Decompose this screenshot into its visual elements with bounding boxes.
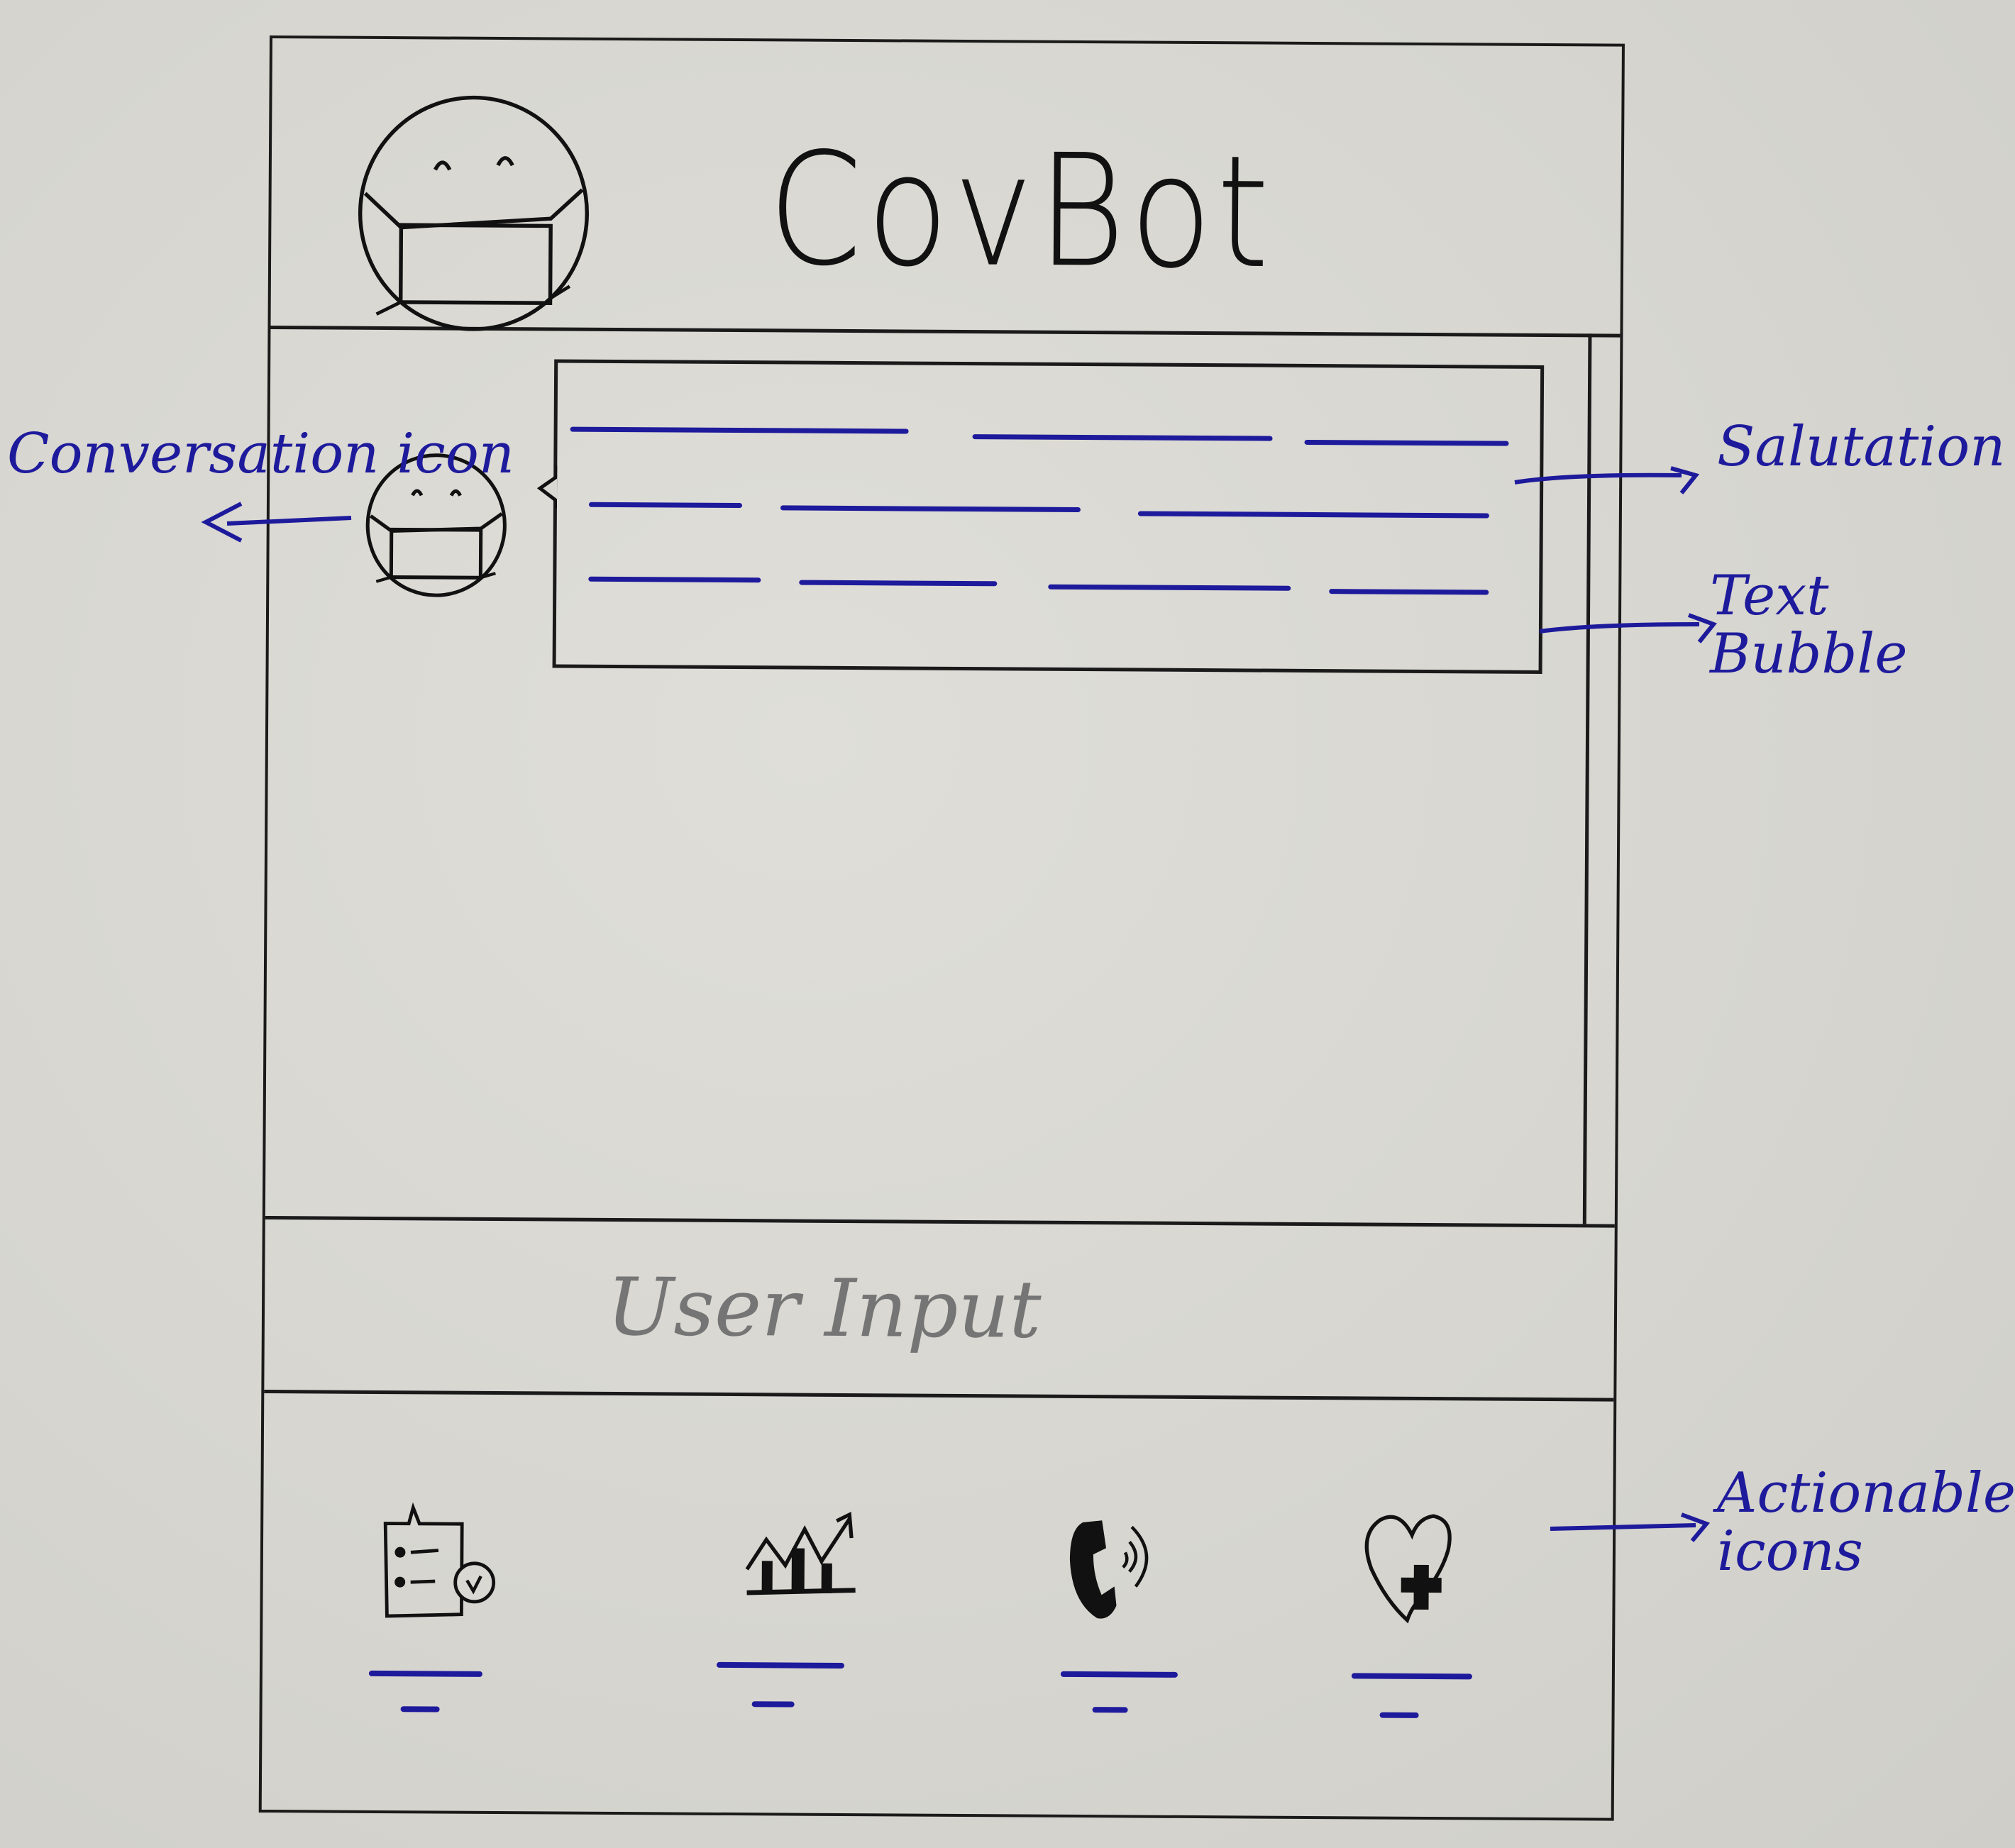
annotation-salutation: Salutation — [1717, 415, 2006, 479]
arrow-left-icon — [201, 502, 352, 543]
label-line — [716, 1661, 845, 1669]
placeholder-text-line — [570, 426, 909, 434]
chat-message-bot — [353, 358, 1562, 685]
placeholder-text-line — [588, 576, 761, 582]
phone-frame: CovBot — [258, 35, 1625, 1821]
placeholder-text-line — [1048, 584, 1291, 591]
phone-call-icon — [1069, 1520, 1149, 1619]
placeholder-text-line — [588, 502, 742, 508]
text-bubble — [536, 359, 1545, 674]
salutation-text — [558, 363, 1540, 595]
placeholder-text-line — [1329, 589, 1489, 595]
placeholder-text-line — [972, 433, 1273, 441]
app-header: CovBot — [270, 38, 1622, 338]
masked-face-icon — [358, 95, 589, 331]
label-line — [1060, 1671, 1178, 1678]
medical-heart-icon — [1364, 1514, 1452, 1624]
label-line — [1092, 1707, 1128, 1713]
chat-area[interactable] — [265, 326, 1621, 1228]
action-statistics-button[interactable] — [716, 1499, 902, 1727]
placeholder-text-line — [780, 504, 1081, 512]
chart-trend-icon — [745, 1511, 856, 1595]
placeholder-text-line — [1304, 439, 1509, 446]
arrow-right-icon — [1550, 1512, 1711, 1542]
masked-face-icon — [365, 453, 507, 597]
annotation-actionable-icons: Actionable icons — [1717, 1461, 2015, 1583]
label-line — [751, 1701, 795, 1708]
bubble-tail — [536, 465, 558, 509]
annotation-conversation-icon: Conversation icon — [7, 422, 515, 486]
placeholder-text-line — [799, 580, 998, 587]
arrow-right-icon — [1514, 466, 1700, 494]
user-input-field[interactable] — [604, 1260, 1389, 1359]
action-checklist-button[interactable] — [354, 1497, 540, 1725]
action-medical-help-button[interactable] — [1330, 1503, 1516, 1731]
action-call-button[interactable] — [1039, 1501, 1225, 1730]
annotation-text-bubble: Text Bubble — [1710, 564, 1908, 686]
action-icon-bar — [262, 1390, 1614, 1818]
user-input-bar[interactable] — [264, 1215, 1615, 1402]
label-line — [1379, 1712, 1419, 1718]
arrow-right-icon — [1539, 613, 1717, 643]
app-title: CovBot — [767, 119, 1274, 303]
label-line — [1351, 1673, 1472, 1680]
label-line — [368, 1670, 482, 1677]
checklist-icon — [383, 1502, 496, 1618]
label-line — [400, 1706, 440, 1713]
placeholder-text-line — [1137, 511, 1489, 519]
